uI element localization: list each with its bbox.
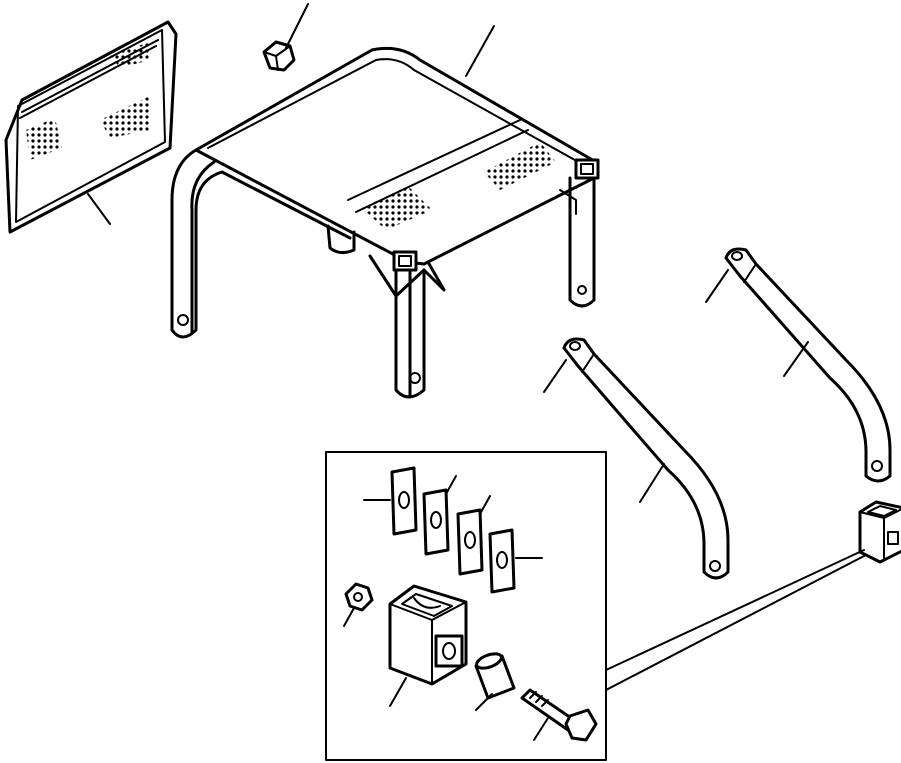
detail-box bbox=[325, 451, 607, 761]
leader-handrail-front-top bbox=[543, 359, 567, 393]
leader-handrail-front bbox=[639, 463, 665, 503]
mount-block bbox=[858, 500, 901, 564]
bolt bbox=[520, 688, 598, 742]
nut-top bbox=[262, 40, 296, 72]
detail-link-upper bbox=[605, 549, 865, 671]
leader-bushing bbox=[475, 693, 493, 711]
leader-block-detail bbox=[389, 677, 407, 707]
leader-nut-detail bbox=[343, 607, 355, 627]
leader-shim-2 bbox=[445, 475, 457, 495]
leader-seat-frame bbox=[465, 25, 495, 77]
shim-1 bbox=[390, 466, 418, 536]
seat-frame bbox=[170, 46, 600, 399]
shim-2 bbox=[422, 488, 450, 556]
leader-shim-3 bbox=[479, 495, 491, 515]
leader-handrail-rear bbox=[783, 341, 809, 377]
side-cover bbox=[4, 20, 178, 234]
handrail-front bbox=[562, 337, 730, 580]
leader-side-cover bbox=[87, 193, 111, 225]
block-detail bbox=[388, 584, 468, 686]
leader-handrail-rear-top bbox=[705, 269, 729, 303]
handrail-rear bbox=[724, 247, 892, 483]
leader-bolt bbox=[533, 717, 549, 741]
leader-nut-top bbox=[285, 3, 309, 49]
bushing bbox=[474, 652, 516, 700]
nut-detail bbox=[344, 582, 374, 612]
shim-3 bbox=[456, 508, 484, 576]
detail-link-lower bbox=[605, 555, 865, 691]
shim-4 bbox=[488, 528, 516, 594]
